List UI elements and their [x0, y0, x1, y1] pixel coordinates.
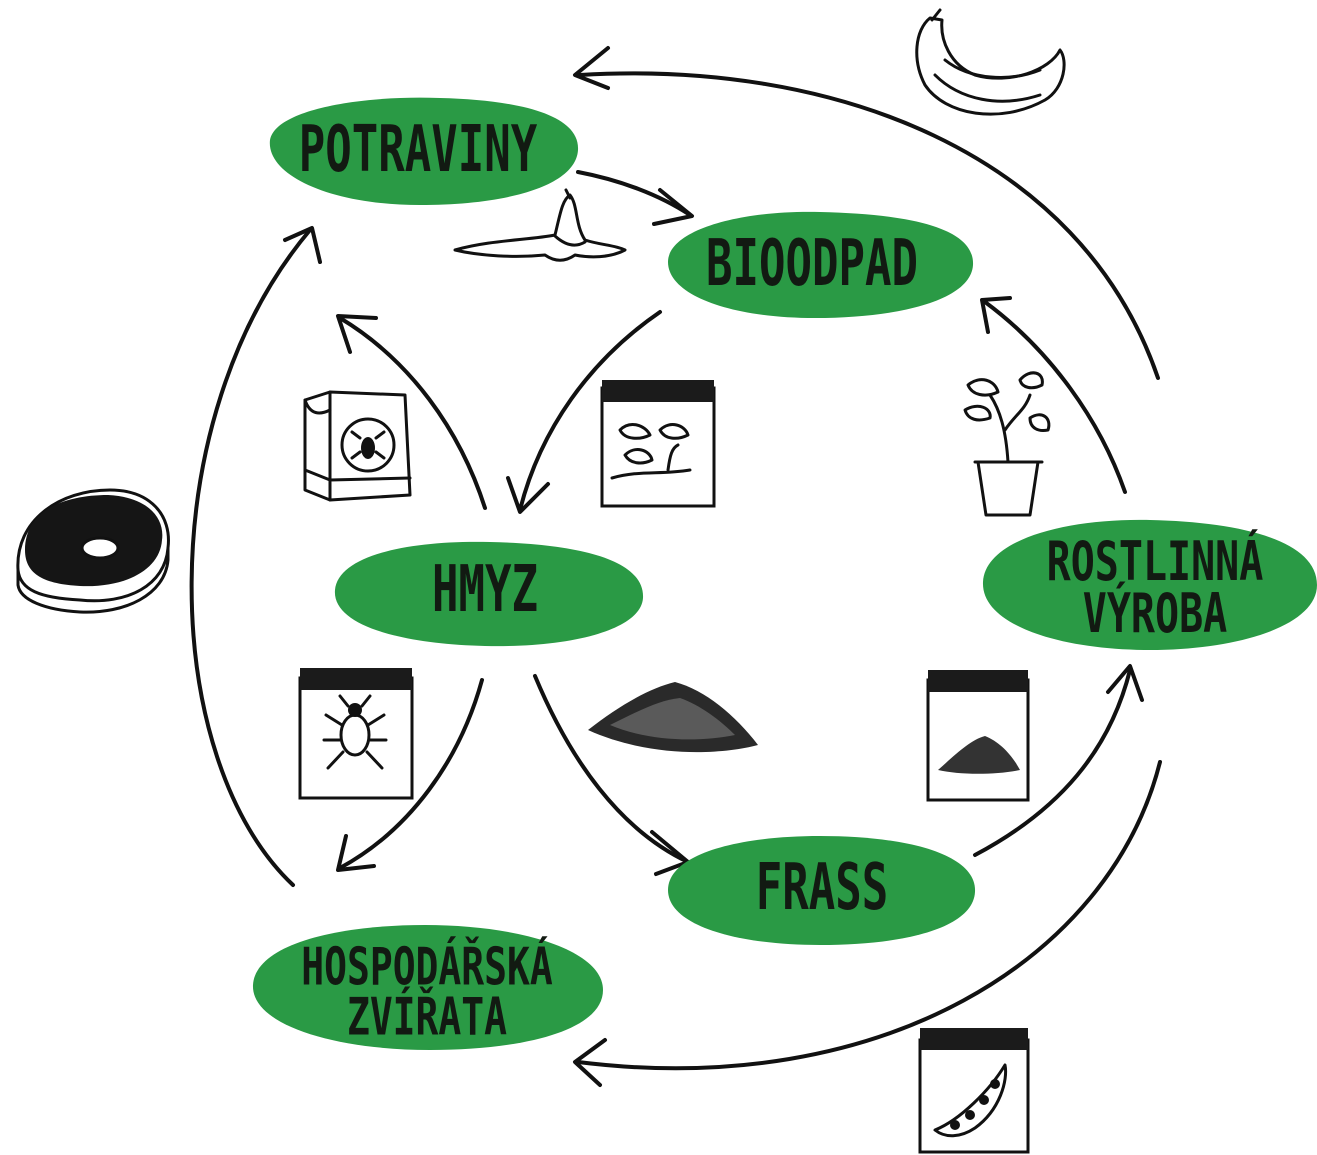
arrow-frass-to-rostlinna: [973, 668, 1132, 857]
arrow-head: [652, 188, 694, 226]
steak-icon: [16, 488, 170, 614]
node-label: POTRAVINY: [299, 112, 537, 187]
node-label: BIOODPAD: [706, 226, 918, 301]
arrow-head: [336, 834, 376, 872]
arrow-head: [980, 296, 1012, 334]
node-blob: [334, 541, 644, 647]
node-label: HOSPODÁŘSKÁ: [301, 937, 553, 997]
node-label: VÝROBA: [1083, 581, 1227, 646]
banana-icon: [915, 8, 1066, 116]
node-label: ZVÍŘATA: [347, 987, 507, 1047]
arrow-head: [573, 1038, 607, 1087]
pea-pod-bag-icon: [918, 1028, 1030, 1154]
node-label: HMYZ: [432, 552, 538, 627]
arrow-rostlinna-to-bioodpad: [983, 300, 1127, 494]
node-blob: [668, 211, 974, 318]
node-blob: [269, 97, 579, 205]
arrow-head: [283, 226, 322, 264]
node-label: FRASS: [756, 850, 888, 925]
arrow-head: [506, 476, 550, 514]
arrow-hmyz-to-frass: [533, 674, 690, 864]
arrow-zvirata-to-potraviny: [189, 228, 312, 887]
node-rostlinna-vyroba: ROSTLINNÁ VÝROBA: [982, 519, 1317, 650]
node-hospodarska-zvirata: HOSPODÁŘSKÁ ZVÍŘATA: [252, 925, 603, 1050]
frass-bag-icon: [926, 670, 1030, 802]
banana-peel-icon: [453, 188, 627, 262]
frass-pile-icon: [588, 682, 758, 753]
node-frass: FRASS: [668, 836, 976, 945]
node-potraviny: POTRAVINY: [269, 97, 579, 205]
node-blob: [668, 836, 976, 945]
arrow-head: [573, 46, 610, 90]
plant-pot-icon: [963, 371, 1051, 517]
node-bioodpad: BIOODPAD: [668, 211, 974, 318]
arrow-hmyz-to-zvirata: [338, 678, 484, 870]
insect-food-carton-icon: [303, 390, 412, 502]
arrow-head: [336, 314, 378, 354]
arrow-potraviny-to-bioodpad: [576, 170, 692, 217]
arrows: [189, 46, 1162, 1087]
arrow-bioodpad-to-hmyz: [518, 310, 662, 512]
arrow-rostlinna-to-potraviny: [578, 71, 1160, 380]
node-blob: [982, 519, 1317, 650]
arrow-head: [1106, 664, 1144, 702]
node-label: ROSTLINNÁ: [1047, 529, 1264, 594]
insect-feed-bag-icon: [298, 668, 414, 800]
node-hmyz: HMYZ: [334, 541, 644, 647]
food-waste-bag-icon: [600, 380, 716, 508]
arrow-hmyz-to-potraviny: [338, 316, 487, 510]
arrow-rostlinna-to-zvirata: [576, 760, 1162, 1071]
node-blob: [252, 925, 603, 1050]
